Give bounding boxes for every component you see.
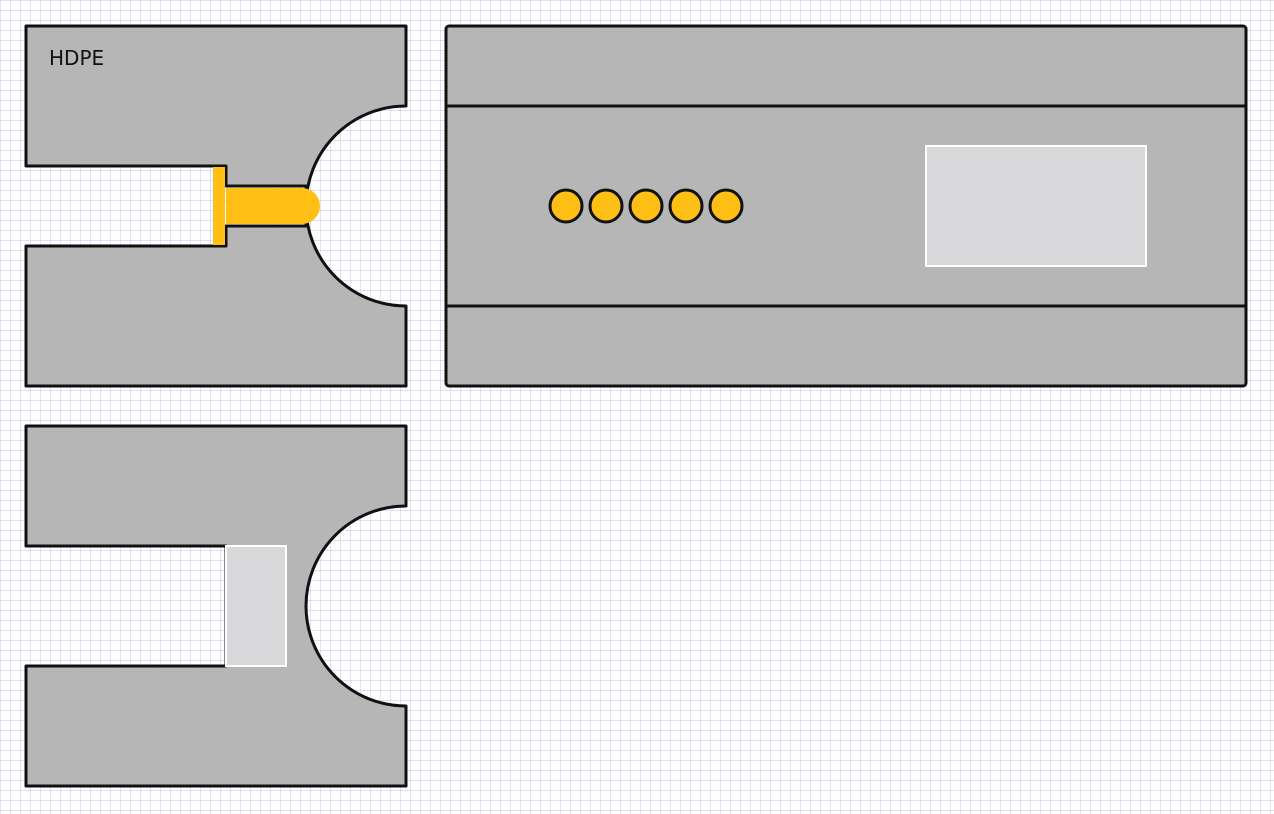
top-view-cavity [925, 145, 1147, 267]
top-view-block [444, 24, 1248, 388]
side-view-pin [213, 167, 320, 245]
side-view-block [24, 24, 408, 388]
side-view: HDPE [24, 24, 408, 388]
pin-circle [668, 188, 704, 224]
pin-row [548, 188, 744, 224]
pin-shaft [226, 188, 320, 224]
pin-circle [628, 188, 664, 224]
pin-circle [548, 188, 584, 224]
pin-circle [708, 188, 744, 224]
bottom-view [24, 424, 408, 788]
pin-head [213, 167, 225, 245]
pin-circle [588, 188, 624, 224]
bottom-view-block [24, 424, 408, 788]
top-view [444, 24, 1248, 388]
material-label: HDPE [49, 46, 104, 70]
bottom-view-cavity [225, 545, 287, 667]
